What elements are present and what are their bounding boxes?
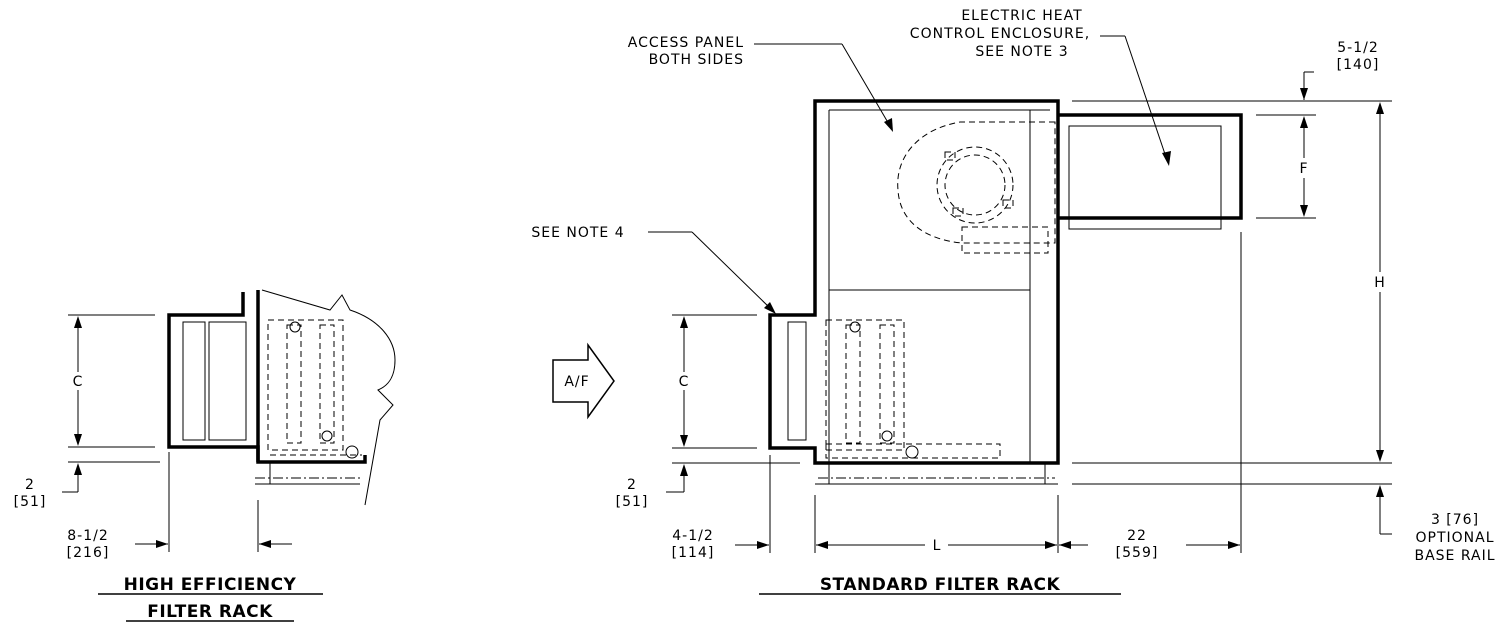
airflow-label: A/F (564, 374, 589, 390)
std-circle-3 (905, 445, 919, 459)
heat-leader (1124, 35, 1168, 161)
he-break-line (261, 289, 396, 506)
std-circle-1 (849, 321, 861, 333)
note4-label: SEE NOTE 4 (531, 225, 624, 241)
note4-leader (691, 231, 773, 311)
std-base-rail-label: BASE RAIL (1414, 548, 1495, 564)
blower-wheel-inner (944, 154, 1006, 216)
he-dim-51-label: [51] (14, 494, 47, 510)
access-panel-leader (841, 43, 891, 127)
std-dim-2-arrow (680, 464, 688, 476)
high-efficiency-view: C 2 [51] 8-1/2 [216] HIGH EFFICIENCY FIL… (14, 289, 396, 622)
std-filter-dashed-2 (845, 324, 861, 444)
std-dim-f-arrow-top (1300, 116, 1308, 128)
std-dim-4-arrow (757, 541, 769, 549)
he-dim-8-arrow-right (259, 540, 271, 548)
he-circle-1 (289, 321, 301, 333)
std-filter-slot (787, 321, 807, 441)
std-dim-l-label: L (933, 538, 942, 554)
blower-tab-2 (952, 207, 964, 217)
standard-view: A/F ACCESS (531, 8, 1495, 595)
heat-enclosure-outline (1058, 113, 1243, 220)
std-dim-4-label: 4-1/2 (672, 528, 714, 544)
he-filter-slot-1 (182, 321, 206, 441)
std-dim-c-label: C (679, 374, 690, 390)
std-dim-l-arrow-left (816, 541, 828, 549)
std-dim-114-label: [114] (672, 545, 715, 561)
unit-outline (768, 99, 1060, 465)
std-dim-51-label: [51] (616, 494, 649, 510)
blower-wheel-outer (936, 146, 1014, 224)
blower-tab-1 (944, 151, 956, 161)
he-dim-c-arrow-bottom (74, 434, 82, 446)
std-title: STANDARD FILTER RACK (820, 575, 1061, 595)
blower-motor (961, 226, 1049, 254)
std-dim-3-arrow (1376, 485, 1384, 497)
he-dim-8-arrow-left (156, 540, 168, 548)
he-filter-dashed-2 (286, 324, 302, 444)
heat-arrow (1162, 151, 1171, 166)
he-filter-dashed-3 (319, 324, 335, 444)
std-dim-2-label: 2 (627, 477, 637, 493)
std-dim-22-arrow-right (1228, 541, 1240, 549)
std-dim-l-arrow-right (1045, 541, 1057, 549)
blower-housing (897, 121, 1056, 244)
std-dim-559-label: [559] (1116, 545, 1159, 561)
std-dim-f-label: F (1299, 161, 1308, 177)
std-dim-140-label: [140] (1337, 57, 1380, 73)
access-panel-label-1: ACCESS PANEL (628, 35, 744, 51)
he-title-line-2: FILTER RACK (147, 602, 273, 622)
std-filter-dashed (825, 319, 905, 451)
std-filter-dashed-3 (879, 324, 895, 444)
heat-label-2: CONTROL ENCLOSURE, (910, 26, 1090, 42)
std-dim-5-label: 5-1/2 (1337, 40, 1379, 56)
std-dim-c-arrow-bottom (680, 435, 688, 447)
he-circle-2 (321, 430, 333, 442)
he-dim-216-label: [216] (67, 545, 110, 561)
blower-tab-3 (1002, 199, 1014, 209)
he-dim-8-label: 8-1/2 (67, 528, 109, 544)
he-circle-3 (345, 445, 359, 459)
std-dim-h-arrow-top (1376, 102, 1384, 114)
he-filter-dashed (267, 319, 344, 451)
he-rack-outline (167, 292, 367, 464)
std-dim-22-label: 22 (1127, 528, 1147, 544)
std-circle-2 (881, 430, 893, 442)
std-dim-h-label: H (1374, 275, 1386, 291)
std-dim-c-arrow-top (680, 316, 688, 328)
he-dim-2-label: 2 (25, 477, 35, 493)
he-dim-2-arrow (74, 463, 82, 475)
airflow-arrow (552, 342, 615, 420)
std-dim-3-label: 3 [76] (1431, 512, 1479, 528)
heat-label-3: SEE NOTE 3 (975, 44, 1068, 60)
access-panel-arrow (884, 118, 893, 132)
he-dim-c-label: C (73, 374, 84, 390)
std-dim-5-arrow (1300, 88, 1308, 100)
he-dim-c-arrow-top (74, 316, 82, 328)
he-title-line-1: HIGH EFFICIENCY (124, 575, 297, 595)
std-dim-c-gap (676, 372, 692, 390)
std-optional-label: OPTIONAL (1415, 530, 1494, 546)
he-filter-slot-2 (208, 321, 247, 441)
he-dim-c-gap (70, 372, 86, 390)
access-panel-label-2: BOTH SIDES (649, 52, 744, 68)
std-dim-22-arrow-left (1059, 541, 1071, 549)
std-dim-f-arrow-bottom (1300, 205, 1308, 217)
heat-label-1: ELECTRIC HEAT (961, 8, 1082, 24)
heat-enclosure-inner (1068, 125, 1222, 230)
note4-arrow (764, 302, 776, 314)
std-dim-h-arrow-bottom (1376, 450, 1384, 462)
